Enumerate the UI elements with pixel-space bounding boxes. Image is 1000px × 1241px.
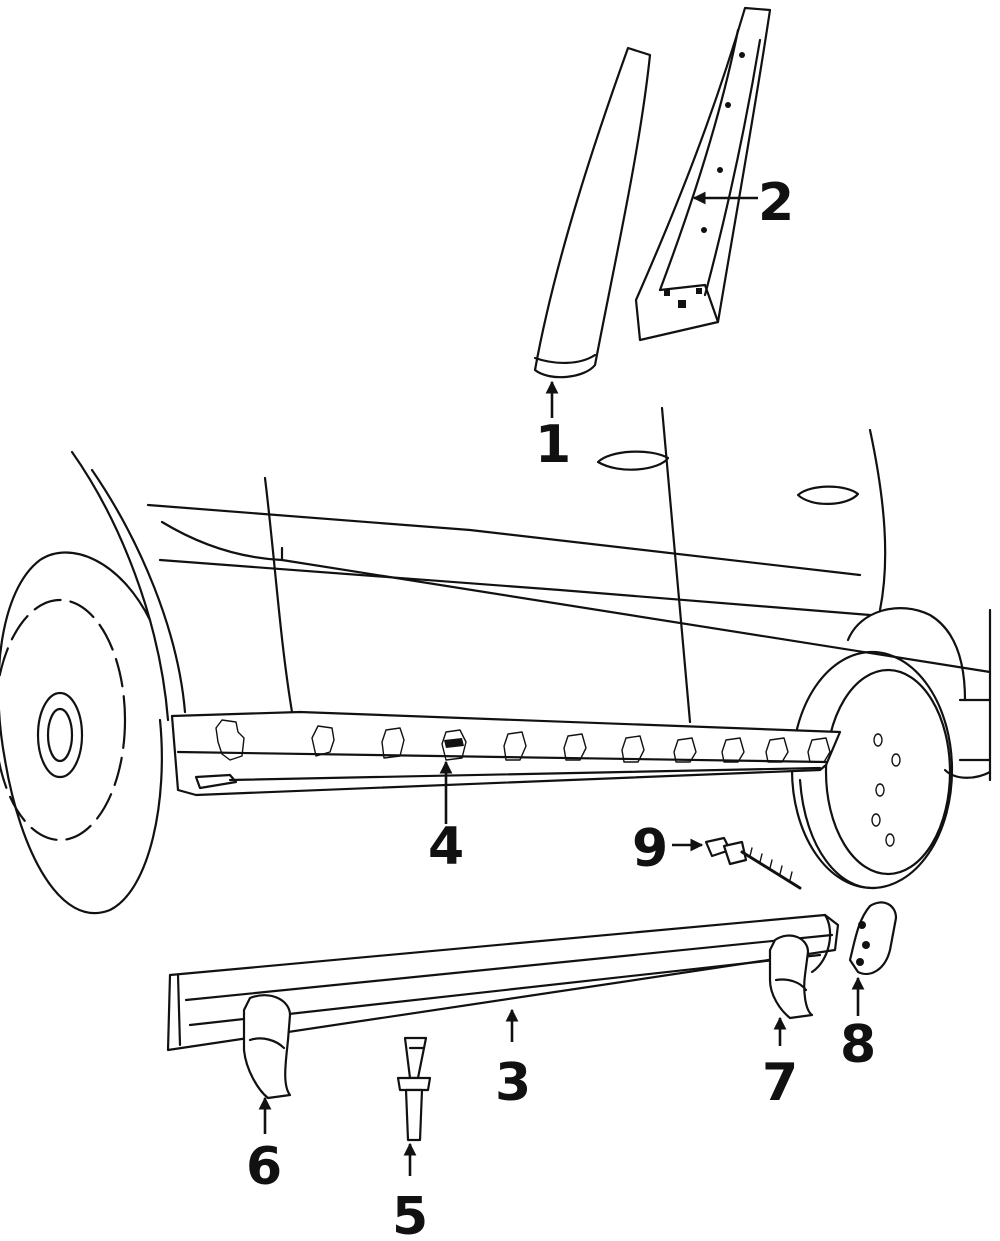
front-wheel — [0, 551, 163, 915]
callout-6: 6 — [246, 1137, 282, 1197]
callout-1: 1 — [535, 415, 571, 475]
screw — [704, 836, 802, 890]
push-pin-fastener — [396, 1036, 432, 1142]
vehicle-body — [70, 406, 992, 782]
leader-lines — [258, 191, 865, 1176]
callout-5: 5 — [392, 1187, 428, 1241]
callout-7: 7 — [762, 1053, 798, 1113]
running-board — [166, 913, 840, 1052]
callout-9: 9 — [632, 819, 668, 879]
rocker-panel-clips — [170, 710, 842, 797]
pillar-applique — [634, 6, 772, 342]
end-cap — [848, 901, 898, 976]
callout-8: 8 — [840, 1015, 876, 1075]
callout-4: 4 — [428, 817, 464, 877]
rear-bracket — [768, 934, 814, 1020]
front-bracket — [242, 994, 292, 1100]
callout-3: 3 — [495, 1053, 531, 1113]
callout-2: 2 — [758, 173, 794, 233]
pillar-moulding — [533, 46, 652, 379]
